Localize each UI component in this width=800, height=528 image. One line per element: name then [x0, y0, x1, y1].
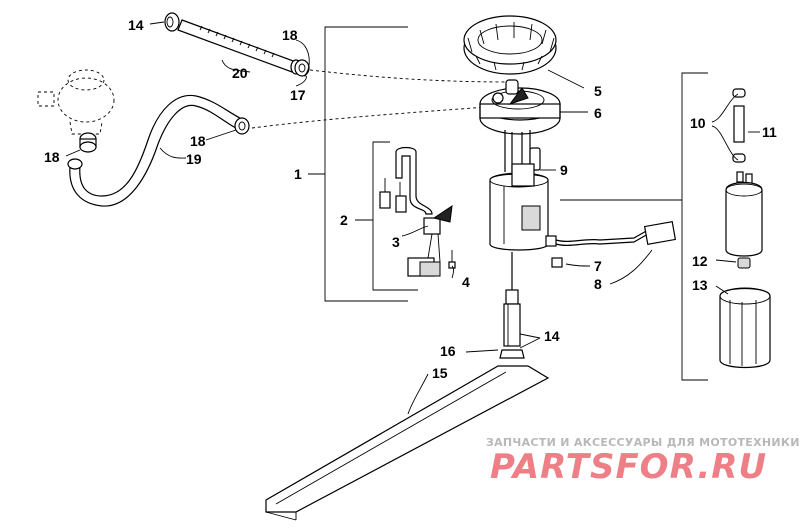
- terminal-4: [448, 250, 456, 269]
- label-3: 3: [392, 234, 400, 250]
- label-14-bottom: 14: [544, 328, 560, 344]
- sub-harness-2: [379, 146, 433, 215]
- label-18-top: 18: [282, 27, 298, 43]
- lock-ring-5: [463, 15, 557, 75]
- label-9: 9: [560, 162, 568, 178]
- label-2: 2: [340, 212, 348, 228]
- label-14-top: 14: [128, 17, 144, 33]
- bracket-assembly-2: [355, 141, 418, 291]
- label-16: 16: [440, 343, 456, 359]
- filter-housing: [37, 69, 115, 135]
- label-1: 1: [294, 166, 302, 182]
- fitting-16: [503, 289, 521, 347]
- label-18-left: 18: [44, 149, 60, 165]
- watermark-brand-logo: PARTSFOR.RU: [490, 447, 767, 487]
- label-13: 13: [692, 277, 708, 293]
- bracket-assembly-1: [308, 26, 408, 302]
- label-5: 5: [594, 83, 602, 99]
- nut-14-top: [164, 12, 180, 32]
- strap-15: [265, 365, 550, 521]
- leader-lines: [65, 21, 760, 415]
- fuel-pump-assembly-9: [489, 130, 549, 290]
- label-12: 12: [692, 253, 708, 269]
- connector-3: [407, 204, 453, 277]
- watermark: ЗАПЧАСТИ И АКСЕССУАРЫ ДЛЯ МОТОТЕХНИКИ PA…: [486, 436, 800, 487]
- clamp-17: [294, 59, 310, 77]
- label-6: 6: [594, 105, 602, 121]
- clamp-18-middle: [234, 117, 250, 135]
- guide-line-lower: [251, 105, 501, 129]
- label-10: 10: [690, 115, 706, 131]
- bracket-pump-kit: [560, 72, 708, 381]
- label-20: 20: [232, 65, 248, 81]
- label-17: 17: [290, 87, 306, 103]
- clamp-10-upper: [732, 88, 746, 98]
- part-labels: 14 18 20 17 18 18 19 1 2 3 4 5 6 9 7 8 1…: [44, 17, 777, 381]
- label-4: 4: [462, 274, 470, 290]
- clamp-10-lower: [732, 153, 746, 163]
- clamp-18-left: [79, 132, 97, 153]
- sender-flange-6: [479, 79, 561, 135]
- label-8: 8: [594, 276, 602, 292]
- wiring-harness-8: [545, 221, 677, 247]
- label-15: 15: [432, 365, 448, 381]
- guide-line-upper: [309, 69, 511, 83]
- pump-motor-12: [725, 171, 763, 269]
- label-18-middle: 18: [190, 133, 206, 149]
- watermark-tagline: ЗАПЧАСТИ И АКСЕССУАРЫ ДЛЯ МОТОТЕХНИКИ: [486, 436, 800, 449]
- connector-7: [551, 257, 563, 268]
- label-11: 11: [762, 124, 777, 140]
- label-7: 7: [594, 258, 602, 274]
- label-19: 19: [186, 151, 202, 167]
- pump-sleeve-13: [719, 287, 771, 369]
- hose-11: [733, 105, 745, 143]
